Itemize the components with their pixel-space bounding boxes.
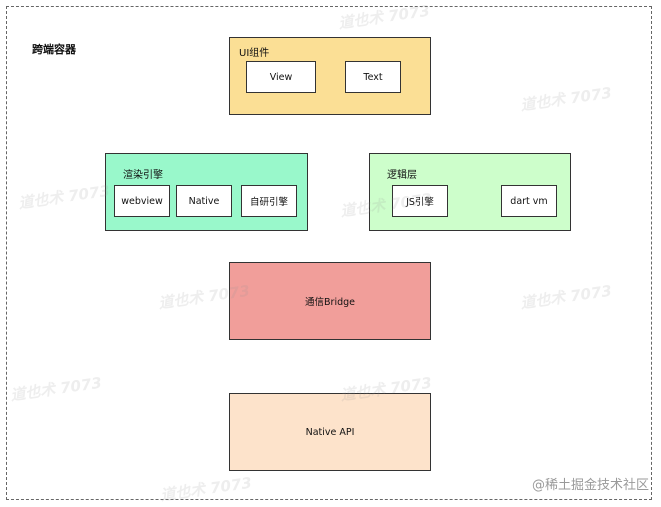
logic-layer-label: 逻辑层 (387, 170, 417, 181)
container-title: 跨端容器 (32, 43, 76, 56)
custom-engine-node: 自研引擎 (241, 185, 297, 217)
cross-platform-container (6, 6, 652, 500)
platform-watermark: @稀土掘金技术社区 (531, 478, 649, 493)
js-engine-node: JS引擎 (392, 185, 448, 217)
view-node: View (246, 61, 316, 93)
ui-components-box: UI组件 View Text (229, 37, 431, 115)
render-engine-box: 渲染引擎 webview Native 自研引擎 (105, 153, 308, 231)
native-node: Native (176, 185, 232, 217)
bridge-box: 通信Bridge (229, 262, 431, 340)
logic-layer-box: 逻辑层 JS引擎 dart vm (369, 153, 571, 231)
render-engine-label: 渲染引擎 (123, 170, 163, 181)
webview-node: webview (114, 185, 170, 217)
bridge-label: 通信Bridge (305, 297, 355, 308)
native-api-box: Native API (229, 393, 431, 471)
ui-components-label: UI组件 (239, 48, 270, 59)
text-node: Text (345, 61, 401, 93)
native-api-label: Native API (305, 426, 355, 438)
dart-vm-node: dart vm (501, 185, 557, 217)
